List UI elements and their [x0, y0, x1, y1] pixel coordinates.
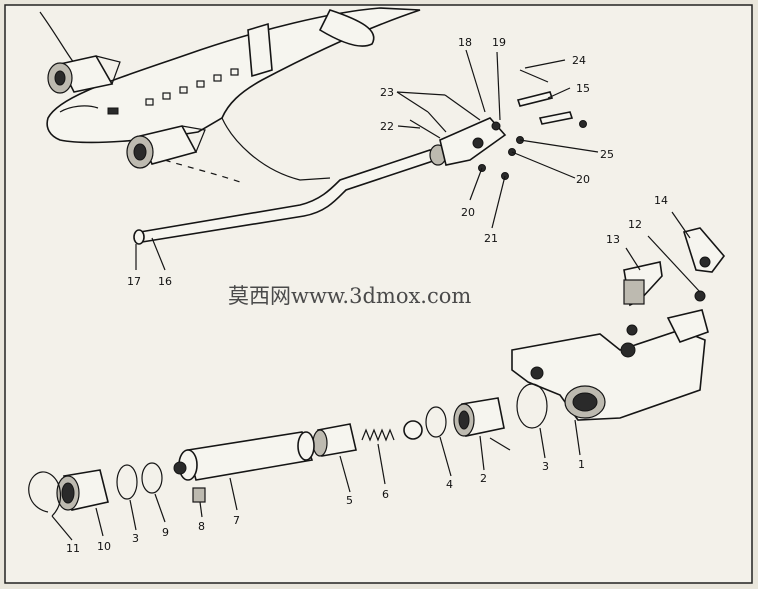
callout-5: 5 [346, 494, 353, 507]
callout-16: 16 [158, 275, 172, 288]
aircraft-illustration [39, 7, 421, 183]
callout-19: 19 [492, 36, 506, 49]
callout-20-lower: 20 [461, 206, 475, 219]
callout-1: 1 [578, 458, 585, 471]
callout-8: 8 [198, 520, 205, 533]
callout-17: 17 [127, 275, 141, 288]
leader-lines [51, 49, 701, 541]
callout-15: 15 [576, 82, 590, 95]
engine-nacelle-left [47, 55, 121, 94]
callout-9: 9 [162, 526, 169, 539]
callout-25: 25 [600, 148, 614, 161]
callout-18: 18 [458, 36, 472, 49]
callout-4: 4 [446, 478, 453, 491]
callout-22: 22 [380, 120, 394, 133]
part-6-spring [361, 428, 395, 442]
part-5-plunger [312, 423, 357, 457]
callout-labels: 24 15 18 19 23 22 25 20 20 21 17 16 14 1… [66, 36, 668, 555]
callout-13: 13 [606, 233, 620, 246]
fitting-elbows [623, 227, 726, 336]
callout-3-right: 3 [542, 460, 549, 473]
callout-10: 10 [97, 540, 111, 553]
callout-21: 21 [484, 232, 498, 245]
callout-24: 24 [572, 54, 586, 67]
watermark-text: 莫西网www.3dmox.com [228, 284, 471, 308]
callout-2: 2 [480, 472, 487, 485]
callout-20-upper: 20 [576, 173, 590, 186]
piston-parts-row [28, 383, 548, 517]
callout-23: 23 [380, 86, 394, 99]
cylinder-housing [511, 309, 709, 421]
part-2-sleeve [453, 397, 511, 451]
engine-nacelle-right [126, 125, 206, 169]
callout-14: 14 [654, 194, 668, 207]
callout-6: 6 [382, 488, 389, 501]
part-7-piston-rod [173, 431, 315, 481]
callout-3-left: 3 [132, 532, 139, 545]
part-10-bushing [56, 469, 109, 511]
callout-7: 7 [233, 514, 240, 527]
callout-11: 11 [66, 542, 80, 555]
strut-tube-assembly [133, 144, 447, 245]
callout-12: 12 [628, 218, 642, 231]
